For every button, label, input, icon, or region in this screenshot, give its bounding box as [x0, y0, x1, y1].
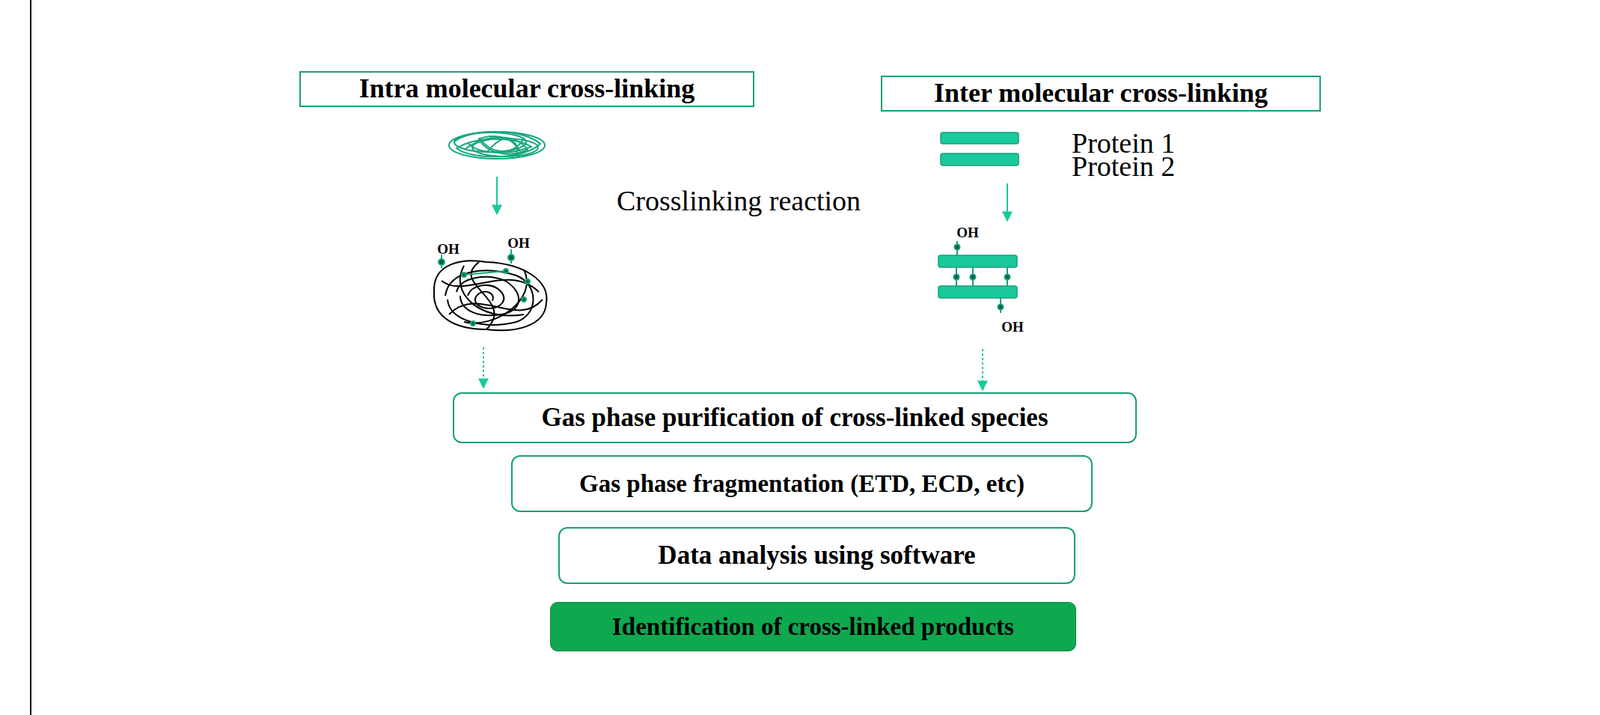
title-box: Intra molecular cross-linking — [299, 71, 755, 108]
group-label: OH — [507, 235, 530, 250]
group-label: OH — [1001, 319, 1024, 334]
box-text: Gas phase purification of cross-linked s… — [541, 403, 1048, 433]
result-box: Identification of cross-linked products — [550, 601, 1077, 652]
box-text: Identification of cross-linked products — [612, 612, 1015, 640]
box-text: Intra molecular cross-linking — [359, 74, 696, 105]
coiled-protein — [449, 131, 545, 159]
process-box: Data analysis using software — [558, 526, 1076, 584]
crosslinked-protein — [434, 260, 548, 331]
box-text: Gas phase fragmentation (ETD, ECD, etc) — [579, 469, 1025, 497]
group-label: OH — [956, 225, 979, 240]
crosslinks — [954, 240, 1011, 313]
page-border — [29, 0, 32, 715]
group-label: OH — [437, 241, 460, 256]
box-text: Data analysis using software — [657, 541, 976, 571]
protein-label: Protein 2 — [1071, 151, 1175, 181]
flow-arrow — [482, 347, 485, 388]
reaction-arrow — [1006, 183, 1009, 221]
title-box: Inter molecular cross-linking — [880, 75, 1321, 112]
crosslink-sites — [438, 249, 530, 326]
process-box: Gas phase fragmentation (ETD, ECD, etc) — [511, 455, 1093, 512]
flow-arrow — [981, 348, 984, 390]
reaction-arrow — [496, 176, 498, 215]
crosslinked-bars — [938, 255, 1018, 298]
box-text: Inter molecular cross-linking — [933, 78, 1268, 109]
process-box: Gas phase purification of cross-linked s… — [452, 392, 1137, 444]
protein-bars — [940, 132, 1019, 166]
reaction-label: Crosslinking reaction — [616, 186, 861, 215]
